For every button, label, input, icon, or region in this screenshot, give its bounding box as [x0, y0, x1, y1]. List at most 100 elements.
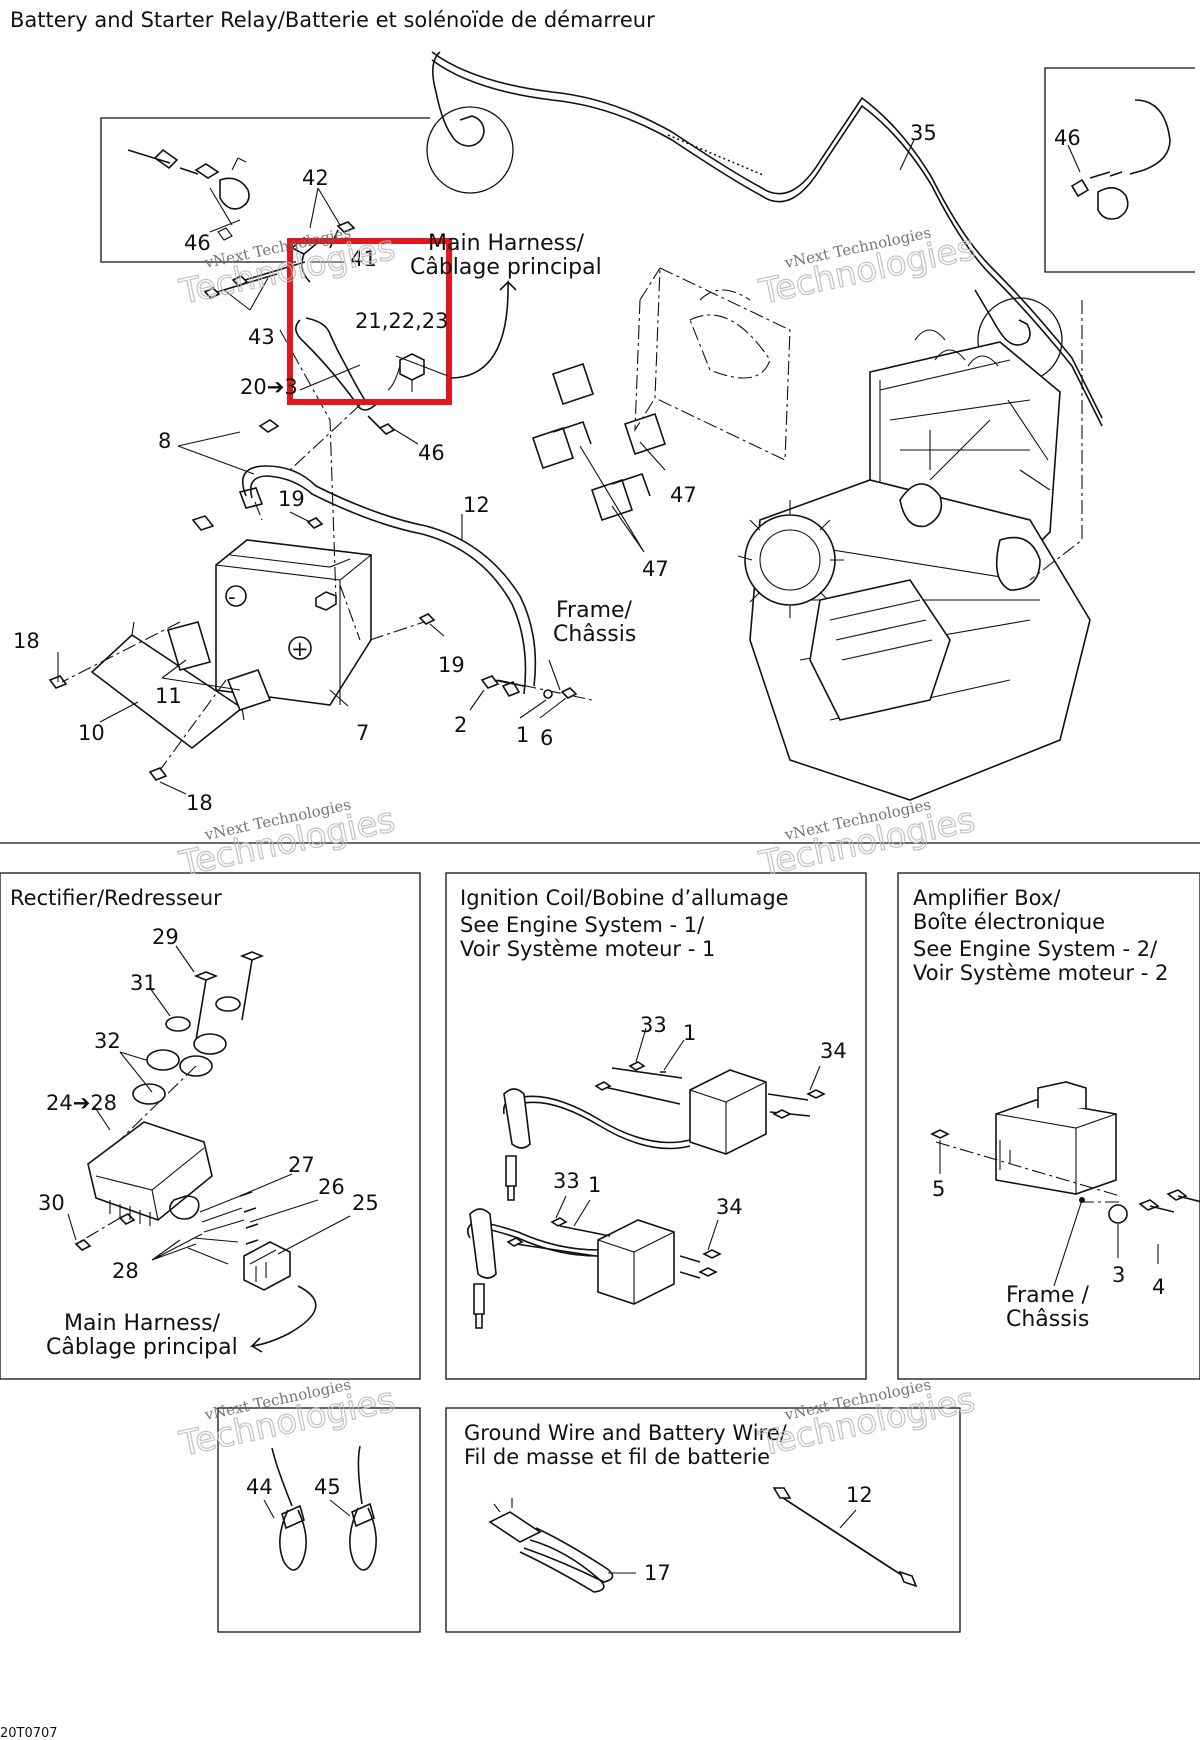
callout-27: 27 [288, 1153, 315, 1177]
foam-pad [166, 621, 212, 671]
amplifier-title-4: Voir Système moteur - 2 [913, 961, 1168, 985]
ignition-leaders [555, 1027, 821, 1251]
callout-28: 28 [112, 1259, 139, 1283]
callout-6: 6 [540, 726, 553, 750]
bolt [1166, 1189, 1200, 1203]
detail-inset-frame-right [1044, 67, 1195, 273]
callout-32: 32 [94, 1029, 121, 1053]
wire-end-detail [127, 148, 250, 241]
callout-35: 35 [910, 121, 937, 145]
drawing-code: 20T0707 [0, 1726, 58, 1740]
rectifier-harness-label-2: Câblage principal [46, 1335, 238, 1360]
main-harness-label-2: Câblage principal [410, 255, 602, 280]
nut-19 [418, 613, 436, 625]
crimping-tool [488, 1498, 614, 1593]
callout-30: 30 [38, 1191, 65, 1215]
diagram-title: Battery and Starter Relay/Batterie et so… [10, 8, 655, 32]
callout-3: 3 [1112, 1263, 1125, 1287]
callout-46b: 46 [418, 441, 445, 465]
callout-18b: 18 [186, 791, 213, 815]
callout-12: 12 [463, 493, 490, 517]
nut-5 [930, 1129, 950, 1139]
battery-wire [772, 1487, 918, 1588]
callout-20-3: 20➔3 [240, 375, 298, 399]
battery-strap [48, 621, 245, 781]
callout-12: 12 [846, 1483, 873, 1507]
amplifier-leaders [939, 1140, 1159, 1287]
callout-34: 34 [820, 1039, 847, 1063]
callout-47: 47 [670, 483, 697, 507]
rectifier-leaders [67, 945, 351, 1261]
leader-lines [57, 139, 1081, 795]
callout-47b: 47 [642, 557, 669, 581]
callout-5: 5 [932, 1177, 945, 1201]
callout-26: 26 [318, 1175, 345, 1199]
bolt-2 [480, 675, 525, 689]
callout-31: 31 [130, 971, 157, 995]
cable-end-boot [432, 51, 485, 147]
amplifier-box [995, 1081, 1117, 1195]
bolt-4 [1138, 1199, 1175, 1213]
rectifier-unit [87, 1121, 213, 1226]
callout-7: 7 [356, 721, 369, 745]
callout-1: 1 [516, 723, 529, 747]
callout-42: 42 [302, 166, 329, 190]
callout-11: 11 [155, 684, 182, 708]
callout-44: 44 [246, 1475, 273, 1499]
foam-pad [226, 669, 272, 711]
callout-21-22-23: 21,22,23 [355, 309, 449, 333]
callout-8: 8 [158, 429, 171, 453]
svg-text:+: + [291, 637, 309, 661]
cable-tie-44 [271, 1447, 307, 1571]
cable-tie-45 [349, 1445, 377, 1571]
panel-ground-wire: Ground Wire and Battery Wire/ Fil de mas… [445, 1407, 961, 1633]
callout-2: 2 [454, 713, 467, 737]
callout-34b: 34 [716, 1195, 743, 1219]
amplifier-title-3: See Engine System - 2/ [913, 937, 1158, 961]
callout-17: 17 [644, 1561, 671, 1585]
amplifier-frame-label-1: Frame / [1006, 1283, 1090, 1308]
main-assembly: - + [13, 51, 1195, 815]
rubber-blocks [531, 362, 667, 522]
frame-label-1: Frame/ [556, 598, 633, 623]
ignition-coil-upper [502, 1061, 826, 1201]
screw-43 [203, 273, 278, 299]
main-harness-label-1: Main Harness/ [428, 231, 585, 256]
callout-43: 43 [248, 325, 275, 349]
engine [737, 329, 1091, 801]
callout-25: 25 [352, 1191, 379, 1215]
starter-relay [290, 237, 425, 411]
svg-text:-: - [228, 585, 236, 609]
nut-6 [560, 687, 578, 699]
panel-amplifier-box: Amplifier Box/ Boîte électronique See En… [897, 872, 1200, 1380]
battery-cable [241, 465, 537, 687]
battery: - + [215, 539, 372, 706]
ignition-coil-lower [466, 1208, 722, 1329]
cable-end-right [1129, 99, 1171, 175]
callout-18: 18 [13, 629, 40, 653]
rectifier-hardware [74, 951, 265, 1251]
callout-46: 46 [184, 231, 211, 255]
rectifier-harness-label-1: Main Harness/ [64, 1311, 221, 1336]
detail-inset-frame [100, 117, 430, 263]
callout-1b: 1 [588, 1173, 601, 1197]
assembly-lines [61, 300, 1083, 771]
ignition-title-1: Ignition Coil/Bobine d’allumage [460, 886, 789, 910]
panel-rectifier: Rectifier/Redresseur [0, 872, 421, 1380]
callout-45: 45 [314, 1475, 341, 1499]
rectifier-title: Rectifier/Redresseur [10, 886, 222, 910]
callout-1: 1 [683, 1021, 696, 1045]
highlight-box [287, 238, 452, 405]
ground-title-1: Ground Wire and Battery Wire/ [464, 1421, 788, 1445]
washer-1 [543, 689, 553, 699]
detail-circle-top [426, 106, 514, 194]
washer [1108, 1204, 1128, 1224]
ignition-title-3: Voir Système moteur - 1 [460, 937, 715, 961]
nut-46 [367, 415, 396, 435]
callout-24-28: 24➔28 [46, 1091, 117, 1115]
callout-19b: 19 [438, 653, 465, 677]
callout-29: 29 [152, 925, 179, 949]
ground-title-2: Fil de masse et fil de batterie [464, 1445, 770, 1469]
amplifier-title-1: Amplifier Box/ [913, 886, 1061, 910]
